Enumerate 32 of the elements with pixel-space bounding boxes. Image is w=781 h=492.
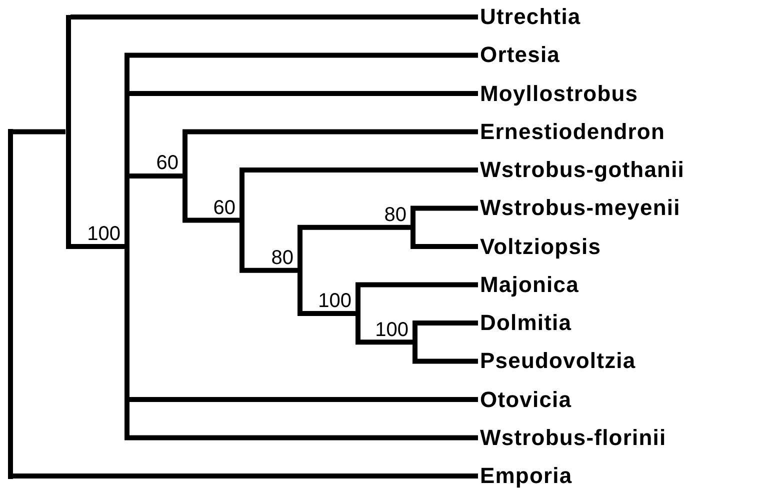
support-value: 80: [271, 248, 302, 273]
support-value: 80: [384, 204, 416, 230]
taxon-name: Pseudovoltzia: [480, 348, 636, 374]
branch-bar: [66, 14, 70, 249]
taxon-name: Moyllostrobus: [480, 80, 638, 106]
support-value: 60: [213, 198, 244, 223]
tree-branch: [12, 474, 478, 478]
taxon-name: Wstrobus-gothanii: [480, 157, 685, 183]
taxon-name: Dolmitia: [480, 310, 572, 336]
taxon-name: Wstrobus-florinii: [480, 424, 666, 451]
tree-branch: [412, 342, 478, 364]
taxon-name: Otovicia: [480, 386, 572, 412]
tree-branch: [240, 168, 478, 220]
support-value: 100: [87, 224, 130, 249]
support-value: 60: [156, 153, 188, 178]
tree-branch: [356, 282, 478, 314]
support-value: 100: [375, 320, 418, 345]
taxon-name: Utrechtia: [480, 4, 581, 30]
tree-branch: [412, 320, 478, 342]
taxon-name: Majonica: [480, 272, 579, 298]
taxon-name: Voltziopsis: [480, 234, 602, 260]
tree-branch: [70, 14, 478, 20]
taxon-name: Wstrobus-meyenii: [480, 195, 680, 222]
tree-branch: [410, 227, 478, 249]
tree-branch: [182, 129, 478, 176]
taxon-name: Emporia: [480, 463, 572, 489]
taxon-name: Ernestiodendron: [480, 118, 666, 145]
branch-bar: [8, 129, 12, 478]
taxon-name: Ortesia: [480, 42, 560, 68]
support-value: 100: [318, 290, 360, 316]
tree-branch: [12, 129, 66, 134]
tree-branch: [410, 206, 478, 228]
